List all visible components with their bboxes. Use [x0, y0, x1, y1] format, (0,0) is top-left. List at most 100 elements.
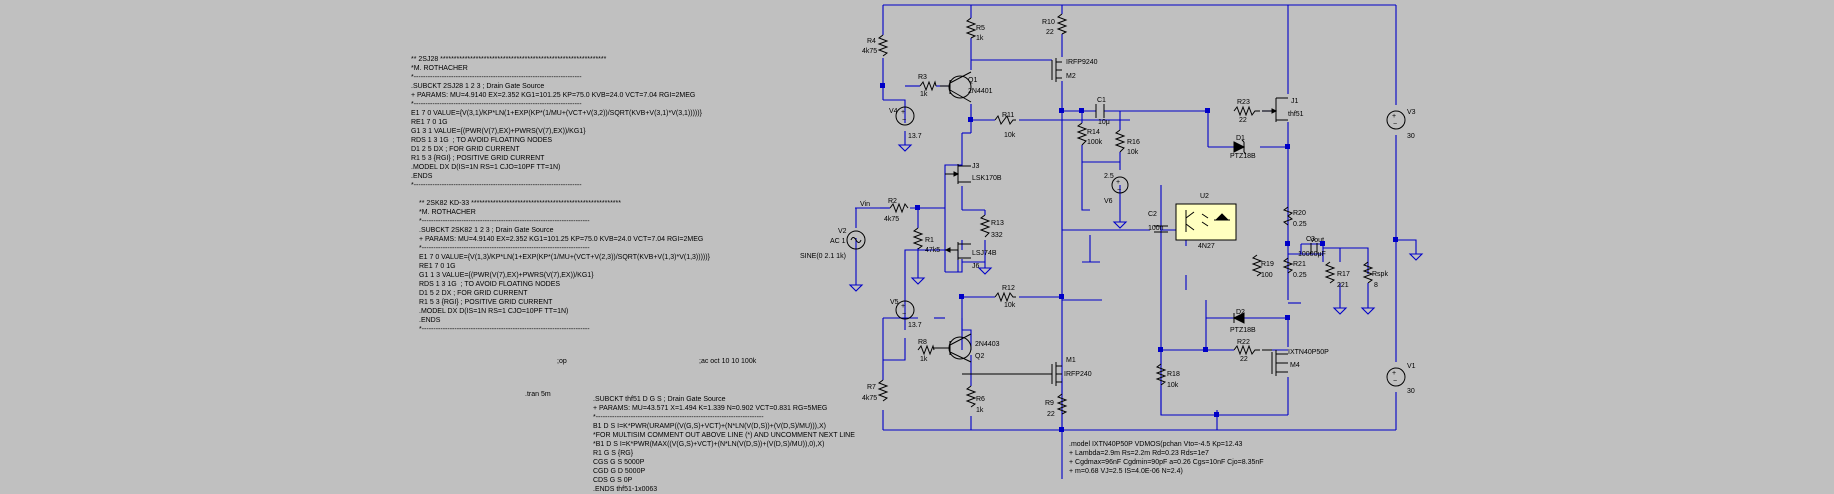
svg-text:10k: 10k [1004, 132, 1016, 139]
svg-text:U2: U2 [1200, 193, 1209, 200]
svg-text:J3: J3 [972, 163, 980, 170]
capacitor-c1[interactable]: C1 10μ [1095, 97, 1110, 126]
svg-text:4N27: 4N27 [1198, 243, 1215, 250]
svg-text:2N4401: 2N4401 [968, 88, 993, 95]
svg-text:−: − [1393, 378, 1397, 385]
svg-text:M1: M1 [1066, 357, 1076, 364]
resistor-r5[interactable]: R5 1k [965, 17, 985, 42]
resistor-r12[interactable]: R12 10k [994, 285, 1016, 309]
capacitor-c3[interactable]: C3 10000μF [1298, 236, 1326, 258]
svg-text:Vout: Vout [1310, 237, 1324, 244]
resistor-r7[interactable]: R7 4k75 [862, 379, 889, 402]
jfet-j1[interactable]: J1 thf51 [1262, 97, 1304, 122]
directive-2sk82[interactable]: ** 2SK82 KD-33 *************************… [419, 200, 710, 333]
directive-2sj28[interactable]: ** 2SJ28 *******************************… [411, 56, 702, 189]
svg-text:+: + [901, 109, 905, 116]
resistor-rspk[interactable]: Rspk 8 [1362, 261, 1388, 289]
resistor-r8[interactable]: R8 1k [917, 339, 935, 363]
resistor-r4[interactable]: R4 4k75 [862, 34, 889, 57]
resistor-r9[interactable]: R9 22 [1045, 393, 1068, 418]
capacitor-c2[interactable]: C2 100n [1148, 211, 1168, 233]
svg-text:8: 8 [1374, 282, 1378, 289]
source-v4[interactable]: +− V4 13.7 [889, 106, 922, 140]
zener-d2[interactable]: D2 PTZ18B [1230, 309, 1256, 334]
svg-text:V1: V1 [1407, 363, 1416, 370]
svg-text:V6: V6 [1104, 198, 1113, 205]
resistor-r18[interactable]: R18 10k [1155, 363, 1180, 389]
svg-text:J6: J6 [972, 263, 980, 270]
svg-text:R7: R7 [867, 384, 876, 391]
svg-text:1k: 1k [976, 407, 984, 414]
directive-thf51[interactable]: .SUBCKT thf51 D G S ; Drain Gate Source … [593, 396, 855, 493]
svg-text:+: + [1116, 179, 1120, 186]
source-v5[interactable]: +− V5 13.7 [890, 299, 922, 329]
directive-tran[interactable]: .tran 5m [525, 391, 551, 398]
svg-text:R14: R14 [1087, 129, 1100, 136]
svg-text:LSK170B: LSK170B [972, 175, 1002, 182]
resistor-r2[interactable]: R2 4k75 [884, 198, 909, 223]
mosfet-m1[interactable]: M1 IRFP240 [962, 357, 1092, 386]
resistor-r1[interactable]: R1 47k5 [912, 227, 940, 254]
svg-text:R19: R19 [1261, 261, 1274, 268]
jfet-j3[interactable]: J3 LSK170B [945, 163, 1002, 184]
net-label-vin[interactable]: Vin [860, 201, 870, 208]
svg-text:J1: J1 [1291, 98, 1299, 105]
transistor-q2[interactable]: 2N4403 Q2 [934, 333, 1000, 363]
resistor-r19[interactable]: R19 100 [1251, 254, 1274, 279]
resistor-r6[interactable]: R6 1k [965, 385, 985, 414]
jfet-j6[interactable]: LSJ74B J6 [944, 242, 997, 270]
resistor-r10[interactable]: R10 22 [1042, 13, 1068, 36]
svg-text:−: − [1117, 187, 1121, 194]
source-v3[interactable]: +− V3 30 [1386, 109, 1416, 140]
svg-text:R12: R12 [1002, 285, 1015, 292]
resistor-r13[interactable]: R13 332 [979, 214, 1004, 239]
directive-op[interactable]: ;op [557, 358, 567, 365]
resistor-r21[interactable]: R21 0.25 [1282, 257, 1307, 279]
resistor-r23[interactable]: R23 22 [1233, 99, 1260, 124]
mosfet-m4[interactable]: IXTN40P50P M4 [1262, 349, 1329, 376]
svg-text:D1: D1 [1236, 135, 1245, 142]
source-v1[interactable]: +− V1 30 [1386, 363, 1416, 395]
svg-text:SINE(0 2.1 1k): SINE(0 2.1 1k) [800, 253, 846, 260]
svg-text:Vin: Vin [860, 201, 870, 208]
zener-d1[interactable]: D1 PTZ18B [1230, 135, 1256, 160]
resistor-r16[interactable]: R16 10k [1114, 129, 1140, 156]
mosfet-m2[interactable]: IRFP9240 M2 [1051, 58, 1098, 82]
svg-text:M4: M4 [1290, 362, 1300, 369]
resistor-r14[interactable]: R14 100k [1076, 122, 1103, 146]
svg-text:R23: R23 [1237, 99, 1250, 106]
svg-text:47k5: 47k5 [925, 247, 940, 254]
resistor-r22[interactable]: R22 22 [1233, 339, 1260, 363]
svg-text:D2: D2 [1236, 309, 1245, 316]
svg-text:R22: R22 [1237, 339, 1250, 346]
resistor-r17[interactable]: R17 221 [1324, 261, 1350, 289]
net-label-vout[interactable]: Vout [1310, 237, 1324, 244]
directive-ac[interactable]: ;ac oct 10 10 100k [699, 358, 757, 365]
svg-text:IXTN40P50P: IXTN40P50P [1288, 349, 1329, 356]
resistor-r3[interactable]: R3 1k [918, 74, 937, 98]
svg-text:Q2: Q2 [975, 353, 984, 360]
svg-text:R21: R21 [1293, 261, 1306, 268]
svg-text:30: 30 [1407, 133, 1415, 140]
resistor-r11[interactable]: R11 10k [994, 112, 1016, 139]
svg-text:221: 221 [1337, 282, 1349, 289]
svg-text:R10: R10 [1042, 19, 1055, 26]
transistor-q1[interactable]: Q1 2N4401 [940, 71, 993, 103]
svg-text:30: 30 [1407, 388, 1415, 395]
svg-text:10000μF: 10000μF [1298, 251, 1326, 258]
resistor-r20[interactable]: R20 0.25 [1282, 206, 1307, 228]
svg-text:R2: R2 [888, 198, 897, 205]
svg-text:R20: R20 [1293, 210, 1306, 217]
svg-text:10k: 10k [1004, 302, 1016, 309]
svg-text:R9: R9 [1045, 400, 1054, 407]
svg-text:C2: C2 [1148, 211, 1157, 218]
source-v2[interactable]: V2 AC 1 SINE(0 2.1 1k) [800, 228, 866, 260]
directive-model-ixtn40p50p[interactable]: .model IXTN40P50P VDMOS(pchan Vto=-4.5 K… [1069, 441, 1264, 475]
svg-text:4k75: 4k75 [884, 216, 899, 223]
svg-text:V4: V4 [889, 108, 898, 115]
svg-text:1k: 1k [976, 35, 984, 42]
optocoupler-u2[interactable]: U2 4N27 [1175, 193, 1237, 250]
source-v6[interactable]: +− 2.5 V6 [1104, 173, 1129, 205]
svg-text:4k75: 4k75 [862, 395, 877, 402]
